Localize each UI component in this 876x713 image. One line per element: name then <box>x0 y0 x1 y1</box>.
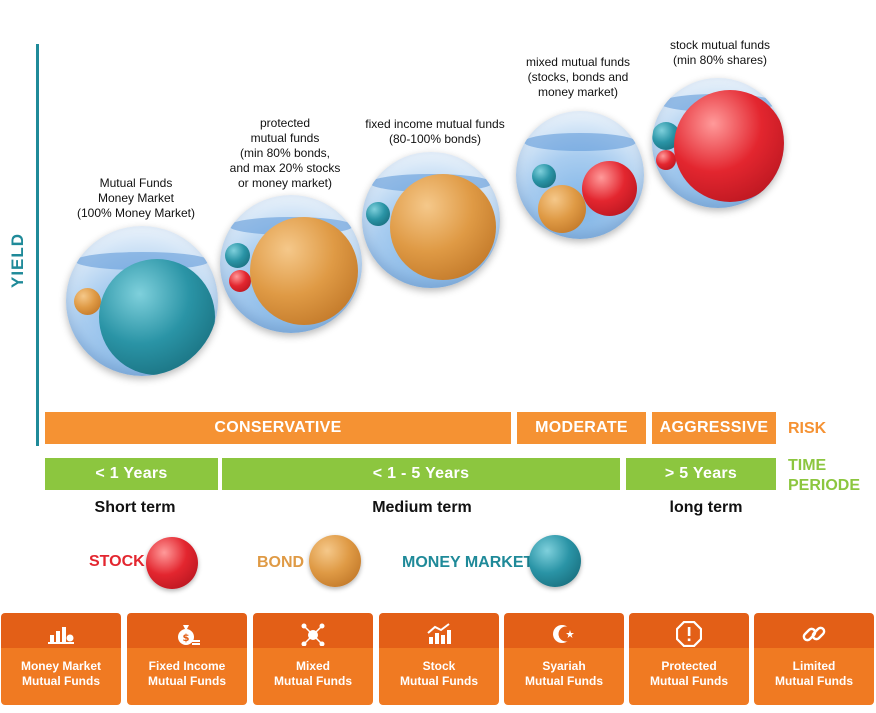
stock-ball <box>229 270 251 292</box>
bar-chart-coins-icon <box>1 621 121 647</box>
water-surface <box>523 133 637 151</box>
risk-conservative: CONSERVATIVE <box>45 412 511 444</box>
shield-alert-icon <box>629 621 749 647</box>
svg-text:$: $ <box>183 633 190 644</box>
time-long: > 5 Years <box>626 458 776 490</box>
link-icon <box>754 621 874 647</box>
legend-stock-ball <box>146 537 198 589</box>
fund-label-fixed-income: fixed income mutual funds(80-100% bonds) <box>365 117 505 146</box>
legend-bond-label: BOND <box>257 554 305 571</box>
legend-money-market-ball <box>529 535 581 587</box>
money-market-ball <box>225 243 250 268</box>
legend-money-market-label: MONEY MARKET <box>402 554 534 571</box>
money-market-ball <box>532 164 556 188</box>
time-medium: < 1 - 5 Years <box>222 458 620 490</box>
yield-axis-line <box>36 44 39 446</box>
money-market-ball <box>366 202 390 226</box>
yield-axis-label: YIELD <box>8 232 27 288</box>
term-long: long term <box>669 499 743 516</box>
stock-ball <box>674 90 784 202</box>
fund-label-stock: stock mutual funds(min 80% shares) <box>669 38 771 67</box>
term-short: Short term <box>94 499 176 516</box>
legend-bond-ball <box>309 535 361 587</box>
bond-ball <box>74 288 101 315</box>
fund-bowl-money-market <box>66 226 218 376</box>
time-short: < 1 Years <box>45 458 218 490</box>
bond-ball <box>538 185 586 233</box>
bond-ball <box>390 174 496 280</box>
fund-bowl-protected <box>220 195 362 333</box>
stock-ball <box>582 161 637 216</box>
money-bag-icon: $ <box>127 621 247 647</box>
risk-aggressive: AGGRESSIVE <box>652 412 776 444</box>
bond-ball <box>250 217 358 325</box>
fund-bowl-stock <box>652 78 784 208</box>
risk-label: RISK <box>788 420 827 437</box>
crescent-star-icon <box>504 621 624 647</box>
risk-moderate: MODERATE <box>517 412 646 444</box>
fund-bowl-mixed <box>516 111 644 239</box>
network-icon <box>253 621 373 647</box>
legend-stock-label: STOCK <box>89 553 145 570</box>
growth-chart-icon <box>379 621 499 647</box>
money-market-ball <box>99 259 215 375</box>
fund-bowl-fixed-income <box>362 152 500 288</box>
stock-ball <box>656 150 676 170</box>
term-medium: Medium term <box>372 499 472 516</box>
